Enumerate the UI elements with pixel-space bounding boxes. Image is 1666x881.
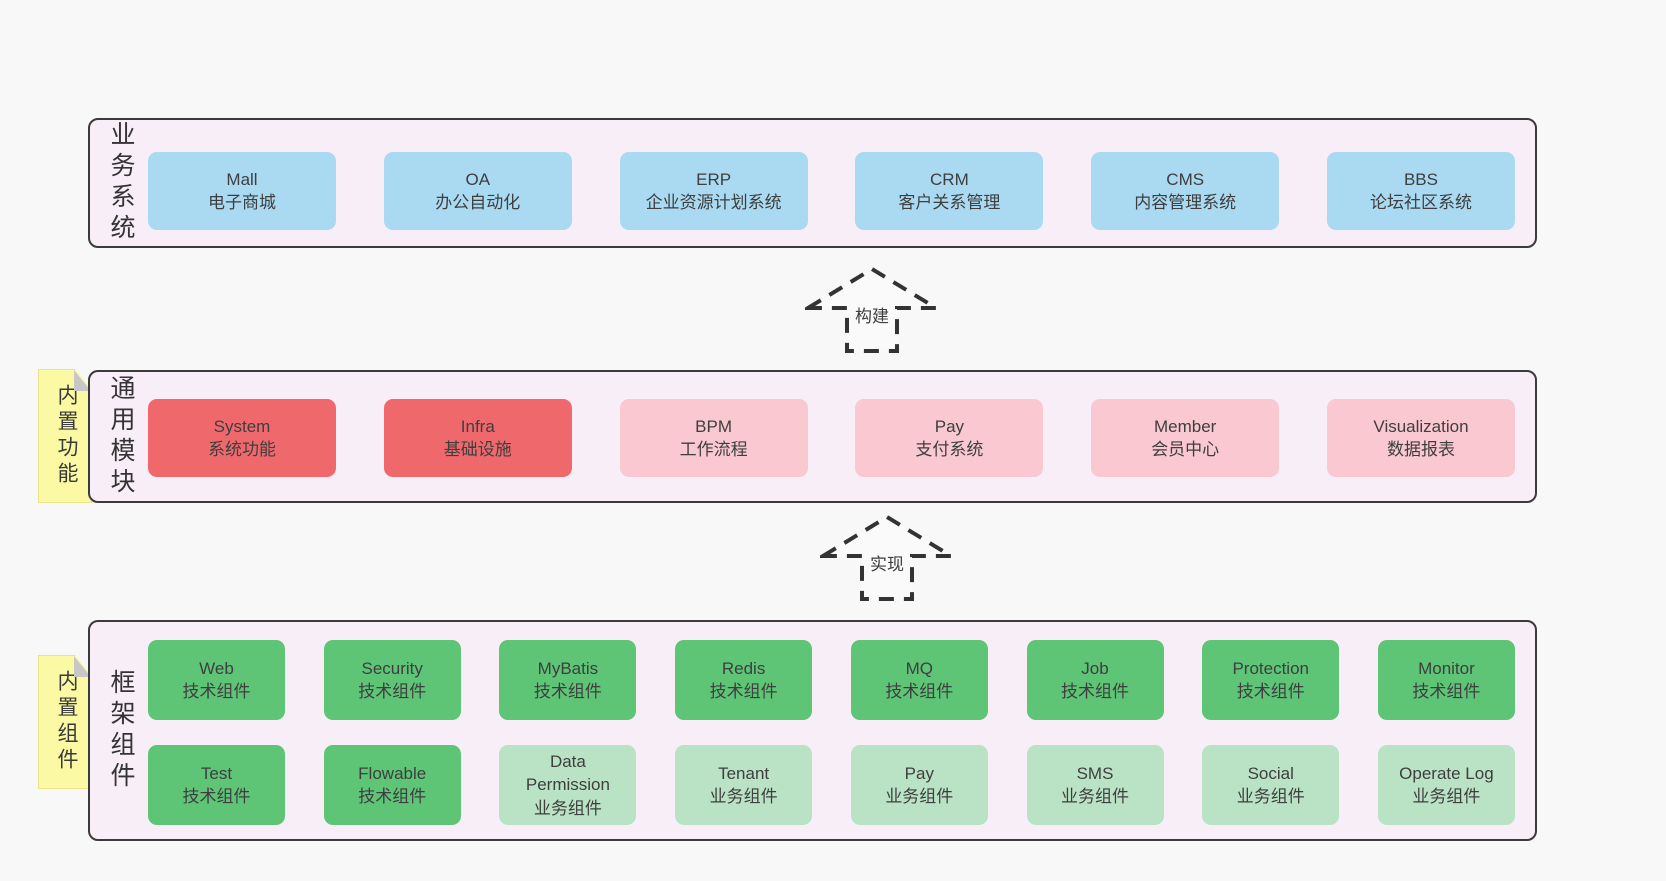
sticky-tab-label: 内置功能 [55,384,78,488]
box-crm: CRM 客户关系管理 [855,152,1044,230]
box-test: Test 技术组件 [148,745,285,825]
box-oa: OA 办公自动化 [383,152,572,230]
box-sms: SMS 业务组件 [1026,745,1164,825]
box-mq: MQ 技术组件 [850,640,988,720]
box-flowable: Flowable 技术组件 [323,745,461,825]
build-arrow: 构建 [805,266,939,354]
box-bpm: BPM 工作流程 [619,399,808,477]
box-security: Security 技术组件 [323,640,461,720]
section-vertical-label: 通用模块 [107,374,135,499]
box-mybatis: MyBatis 技术组件 [499,640,637,720]
box-mall: Mall 电子商城 [148,152,336,230]
sticky-tab-label: 内置组件 [55,670,78,774]
arrow-label: 实现 [868,555,906,574]
box-infra: Infra 基础设施 [383,399,572,477]
box-bbs: BBS 论坛社区系统 [1326,152,1515,230]
box-tenant: Tenant 业务组件 [675,745,813,825]
box-monitor: Monitor 技术组件 [1377,640,1515,720]
sticky-tab-built-in-features: 内置功能 [38,369,92,503]
box-web: Web 技术组件 [148,640,285,720]
common-modules-row: System 系统功能 Infra 基础设施 BPM 工作流程 Pay 支付系统… [148,399,1515,477]
implement-arrow: 实现 [820,514,954,602]
box-job: Job 技术组件 [1026,640,1164,720]
section-framework-components: 框架组件 Web 技术组件 Security 技术组件 MyBatis 技术组件… [88,620,1537,841]
box-system: System 系统功能 [148,399,336,477]
section-business-systems: 业务系统 Mall 电子商城 OA 办公自动化 ERP 企业资源计划系统 CRM… [88,118,1537,248]
box-visualization: Visualization 数据报表 [1326,399,1515,477]
box-member: Member 会员中心 [1091,399,1280,477]
box-erp: ERP 企业资源计划系统 [619,152,808,230]
box-cms: CMS 内容管理系统 [1091,152,1280,230]
box-pay-component: Pay 业务组件 [850,745,988,825]
arrow-label: 构建 [853,307,891,326]
framework-components-row-1: Web 技术组件 Security 技术组件 MyBatis 技术组件 Redi… [148,640,1515,720]
sticky-tab-built-in-components: 内置组件 [38,655,92,789]
box-data-permission: Data Permission 业务组件 [499,745,637,825]
box-operate-log: Operate Log 业务组件 [1377,745,1515,825]
business-systems-row: Mall 电子商城 OA 办公自动化 ERP 企业资源计划系统 CRM 客户关系… [148,152,1515,230]
box-pay-system: Pay 支付系统 [855,399,1044,477]
section-common-modules: 通用模块 System 系统功能 Infra 基础设施 BPM 工作流程 Pay… [88,370,1537,503]
box-social: Social 业务组件 [1202,745,1340,825]
box-protection: Protection 技术组件 [1202,640,1340,720]
section-vertical-label: 业务系统 [107,121,135,245]
section-vertical-label: 框架组件 [107,668,135,793]
box-redis: Redis 技术组件 [675,640,813,720]
framework-components-row-2: Test 技术组件 Flowable 技术组件 Data Permission … [148,745,1515,825]
